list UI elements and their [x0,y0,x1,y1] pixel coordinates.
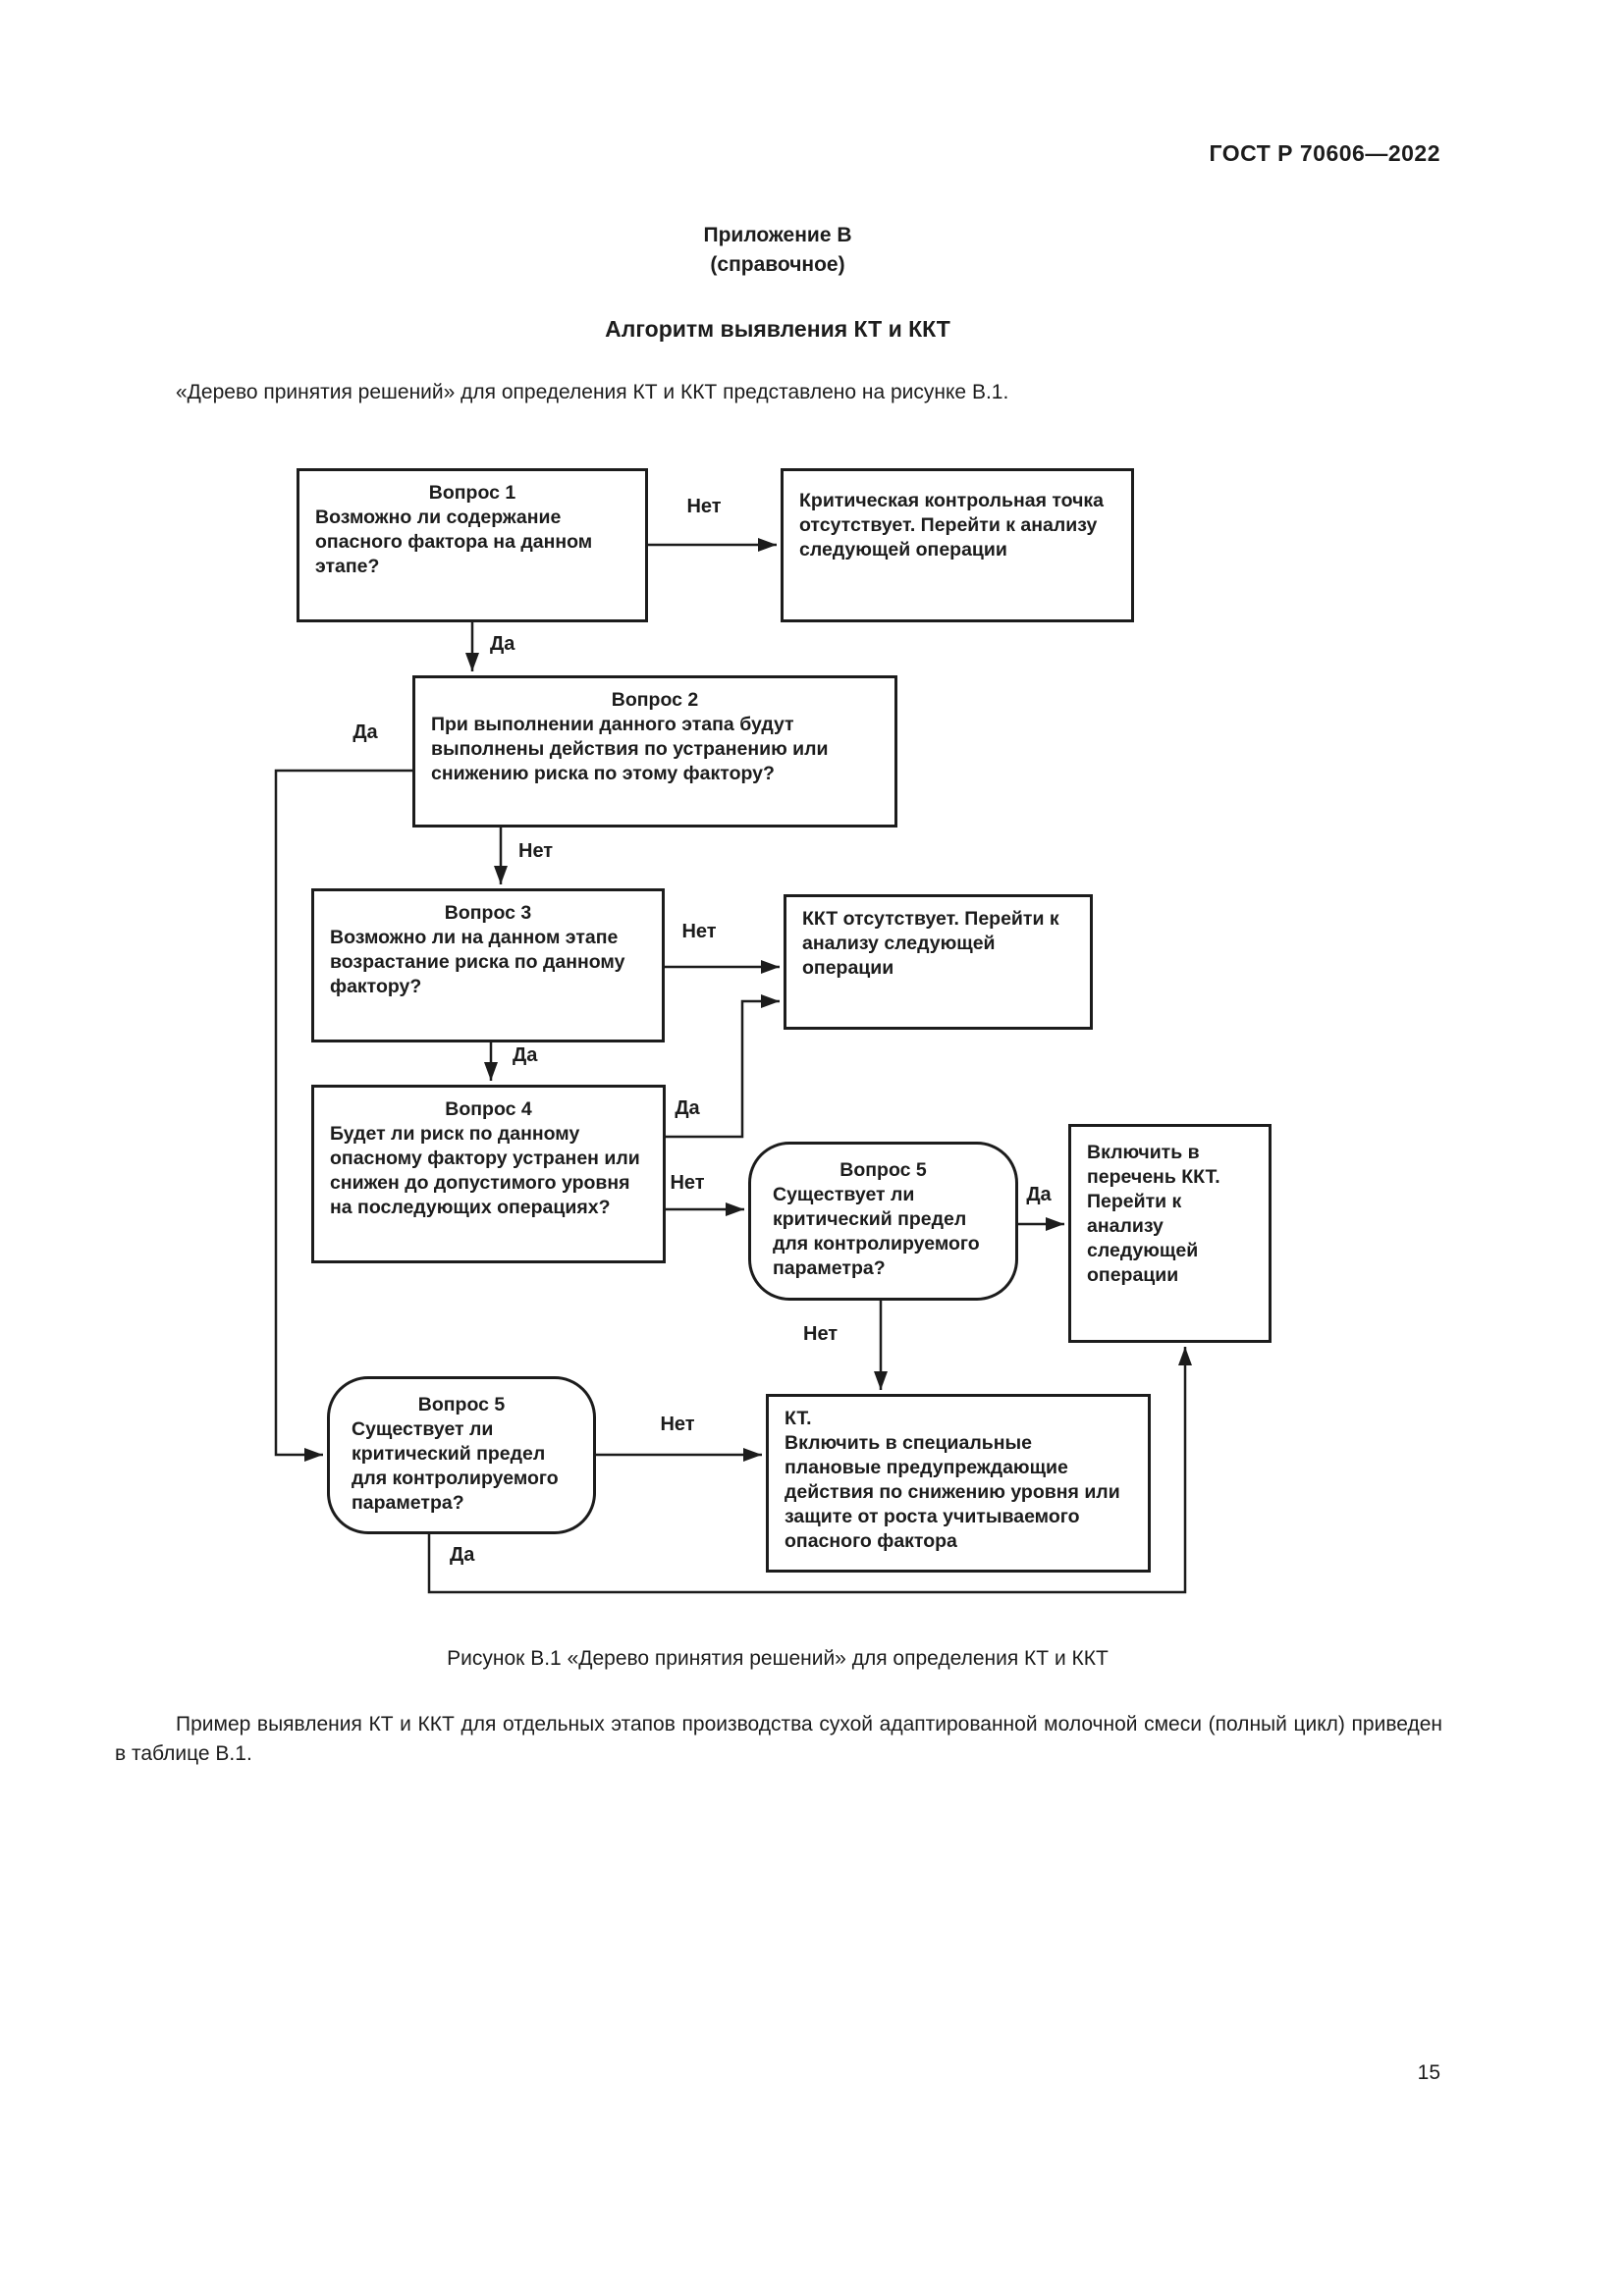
edge-label-q1-yes: Да [490,633,515,655]
edge-label-q4-no: Нет [670,1172,705,1194]
edge-label-q5low-no: Нет [660,1414,695,1435]
box-title: Вопрос 4 [445,1098,532,1120]
page-number: 15 [1417,2061,1440,2084]
edge-label-q4-yes: Да [675,1097,700,1119]
flow-box-include-cct: Включить в перечень ККТ. Перейти к анали… [1068,1124,1272,1343]
standard-number: ГОСТ Р 70606—2022 [1209,140,1440,166]
box-text: ККТ отсутствует. Перейти к анализу следу… [802,908,1059,979]
box-title: Вопрос 3 [444,902,532,924]
box-title: Вопрос 1 [428,482,516,504]
box-text: Включить в специальные плановые предупре… [785,1431,1120,1552]
box-text: Существует ли критический предел для кон… [773,1183,980,1279]
flow-box-question-1: Вопрос 1 Возможно ли содержание опасного… [297,468,648,622]
box-text: Возможно ли на данном этапе возрастание … [330,926,625,997]
appendix-subtitle: (справочное) [710,253,845,276]
box-text: Будет ли риск по данному опасному фактор… [330,1122,640,1218]
edge-label-q2-no: Нет [518,840,554,862]
edge-label-q3-no: Нет [681,921,717,942]
section-title: Алгоритм выявления КТ и ККТ [605,316,950,342]
flow-box-no-critical-control-point: Критическая контрольная точка отсутствуе… [781,468,1134,622]
flow-box-question-5-middle: Вопрос 5 Существует ли критический преде… [748,1142,1018,1301]
flow-box-question-5-lower: Вопрос 5 Существует ли критический преде… [327,1376,596,1534]
flow-box-question-4: Вопрос 4 Будет ли риск по данному опасно… [311,1085,666,1263]
box-text: Включить в перечень ККТ. Перейти к анали… [1087,1142,1220,1286]
edge-label-q2-yes: Да [352,721,378,743]
box-title: Вопрос 5 [417,1394,506,1415]
box-text: Критическая контрольная точка отсутствуе… [799,490,1105,561]
box-text: Возможно ли содержание опасного фактора … [315,506,593,577]
flow-box-question-2: Вопрос 2 При выполнении данного этапа бу… [412,675,897,828]
flow-box-no-cct: ККТ отсутствует. Перейти к анализу следу… [784,894,1093,1030]
figure-caption: Рисунок В.1 «Дерево принятия решений» дл… [447,1647,1109,1670]
flow-box-kt: КТ. Включить в специальные плановые пред… [766,1394,1151,1573]
appendix-title: Приложение В [703,224,852,246]
box-text: Существует ли критический предел для кон… [352,1417,559,1514]
closing-paragraph: Пример выявления КТ и ККТ для отдельных … [115,1713,1442,1766]
edge-label-q5mid-yes: Да [1026,1184,1052,1205]
box-title: КТ. [785,1408,812,1429]
flow-box-question-3: Вопрос 3 Возможно ли на данном этапе воз… [311,888,665,1042]
box-title: Вопрос 5 [839,1159,927,1181]
edge-label-q1-no: Нет [686,496,722,517]
box-title: Вопрос 2 [611,689,699,711]
intro-paragraph: «Дерево принятия решений» для определени… [176,381,1009,403]
edge-label-q5mid-no: Нет [803,1323,839,1345]
edge-label-q3-yes: Да [513,1044,538,1066]
edge-label-q5low-yes: Да [450,1544,475,1566]
box-text: При выполнении данного этапа будут выпол… [431,713,829,784]
